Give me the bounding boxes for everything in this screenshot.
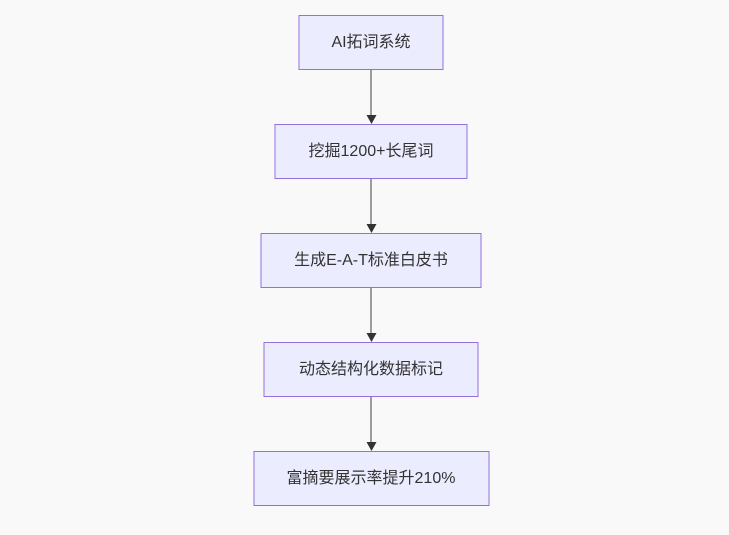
arrowhead-down-icon: [366, 224, 376, 233]
flow-arrow-4: [366, 397, 376, 451]
arrow-line: [370, 288, 372, 333]
flow-node-rich-snippet-rate-increase: 富摘要展示率提升210%: [253, 451, 489, 506]
flow-node-label: 生成E-A-T标准白皮书: [294, 251, 448, 269]
flow-node-dynamic-structured-data-markup: 动态结构化数据标记: [263, 342, 479, 397]
arrowhead-down-icon: [366, 115, 376, 124]
flow-node-label: 富摘要展示率提升210%: [286, 469, 456, 487]
flow-arrow-3: [366, 288, 376, 342]
arrowhead-down-icon: [366, 333, 376, 342]
flow-node-longtail-keyword-mining: 挖掘1200+长尾词: [274, 124, 468, 179]
arrow-line: [370, 179, 372, 224]
arrowhead-down-icon: [366, 442, 376, 451]
flow-arrow-1: [366, 70, 376, 124]
arrow-line: [370, 397, 372, 442]
flowchart: AI拓词系统 挖掘1200+长尾词 生成E-A-T标准白皮书 动态结构化数据标记: [7, 15, 729, 506]
flow-node-label: 动态结构化数据标记: [298, 360, 443, 378]
flow-node-ai-word-expansion-system: AI拓词系统: [298, 15, 444, 70]
flow-node-label: 挖掘1200+长尾词: [308, 142, 434, 160]
flow-node-eat-standard-whitepaper: 生成E-A-T标准白皮书: [260, 233, 482, 288]
arrow-line: [370, 70, 372, 115]
flow-node-label: AI拓词系统: [331, 33, 411, 51]
flow-arrow-2: [366, 179, 376, 233]
